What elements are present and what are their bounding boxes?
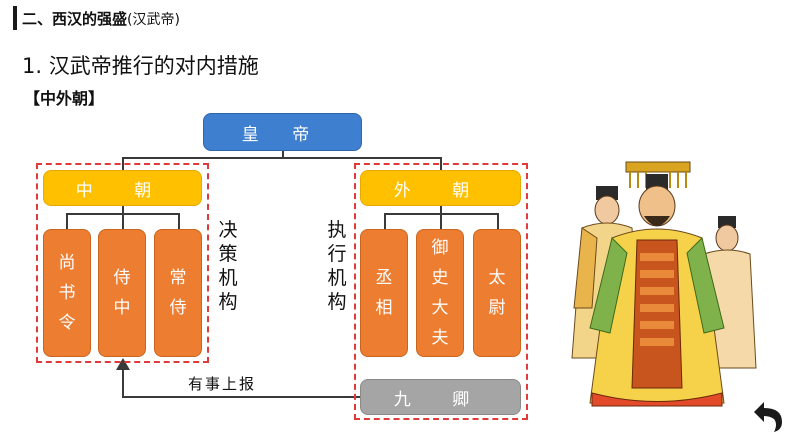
official-char: 御 <box>431 238 449 258</box>
section-bar <box>13 6 17 30</box>
official-yushidafu: 御 史 大 夫 <box>416 229 464 357</box>
official-changshi: 常 侍 <box>154 229 202 357</box>
official-chengxiang: 丞 相 <box>360 229 408 357</box>
official-char: 太 <box>488 268 506 288</box>
official-char: 尉 <box>488 298 506 318</box>
emperor-figure <box>589 161 725 407</box>
label-char: 行 <box>327 243 347 265</box>
label-char: 构 <box>218 291 238 313</box>
connector-outer-3 <box>497 213 499 229</box>
emperor-box: 皇 帝 <box>203 113 362 151</box>
report-arrow-vertical <box>122 366 124 397</box>
connector-outer-2 <box>440 213 442 229</box>
nine-ministers-box: 九 卿 <box>360 379 521 415</box>
connector-emperor-horizontal <box>122 157 441 159</box>
connector-inner-3 <box>178 213 180 229</box>
connector-outer-1 <box>384 213 386 229</box>
label-char: 执 <box>327 219 347 241</box>
official-taiwei: 太 尉 <box>473 229 521 357</box>
page-title: 1. 汉武帝推行的对内措施 <box>22 54 259 78</box>
official-char: 尚 <box>58 253 76 273</box>
subheading: 【中外朝】 <box>24 89 105 108</box>
report-arrow-horizontal <box>122 396 360 398</box>
label-char: 构 <box>327 291 347 313</box>
official-char: 相 <box>375 298 393 318</box>
inner-court-box: 中 朝 <box>43 170 202 206</box>
official-char: 侍 <box>113 268 131 288</box>
official-char: 中 <box>113 298 131 318</box>
official-shizhong: 侍 中 <box>98 229 146 357</box>
label-char: 策 <box>218 243 238 265</box>
section-title: 二、西汉的强盛(汉武帝) <box>22 8 180 29</box>
emperor-illustration <box>571 161 757 407</box>
official-char: 大 <box>431 298 449 318</box>
official-char: 丞 <box>375 268 393 288</box>
execution-label: 执 行 机 构 <box>326 218 348 314</box>
execution-group-border <box>354 163 528 420</box>
label-char: 机 <box>218 267 238 289</box>
return-arrow-icon[interactable] <box>748 398 786 434</box>
official-char: 史 <box>431 268 449 288</box>
connector-inner-court-down <box>122 206 124 214</box>
label-char: 机 <box>327 267 347 289</box>
report-arrow-head <box>116 358 130 370</box>
official-char: 常 <box>169 268 187 288</box>
label-char: 决 <box>218 219 238 241</box>
connector-inner-1 <box>66 213 68 229</box>
connector-emperor-down <box>282 151 284 158</box>
official-char: 令 <box>58 313 76 333</box>
section-subtitle: (汉武帝) <box>127 12 180 28</box>
section-title-text: 二、西汉的强盛 <box>22 10 128 28</box>
official-char: 夫 <box>431 328 449 348</box>
decision-label: 决 策 机 构 <box>217 218 239 314</box>
official-char: 书 <box>58 283 76 303</box>
outer-court-box: 外 朝 <box>360 170 521 206</box>
decision-group-border <box>36 163 209 363</box>
official-char: 侍 <box>169 298 187 318</box>
official-shangshuling: 尚 书 令 <box>43 229 91 357</box>
report-label: 有事上报 <box>188 375 257 393</box>
connector-inner-2 <box>122 213 124 229</box>
connector-outer-court-down <box>440 206 442 214</box>
